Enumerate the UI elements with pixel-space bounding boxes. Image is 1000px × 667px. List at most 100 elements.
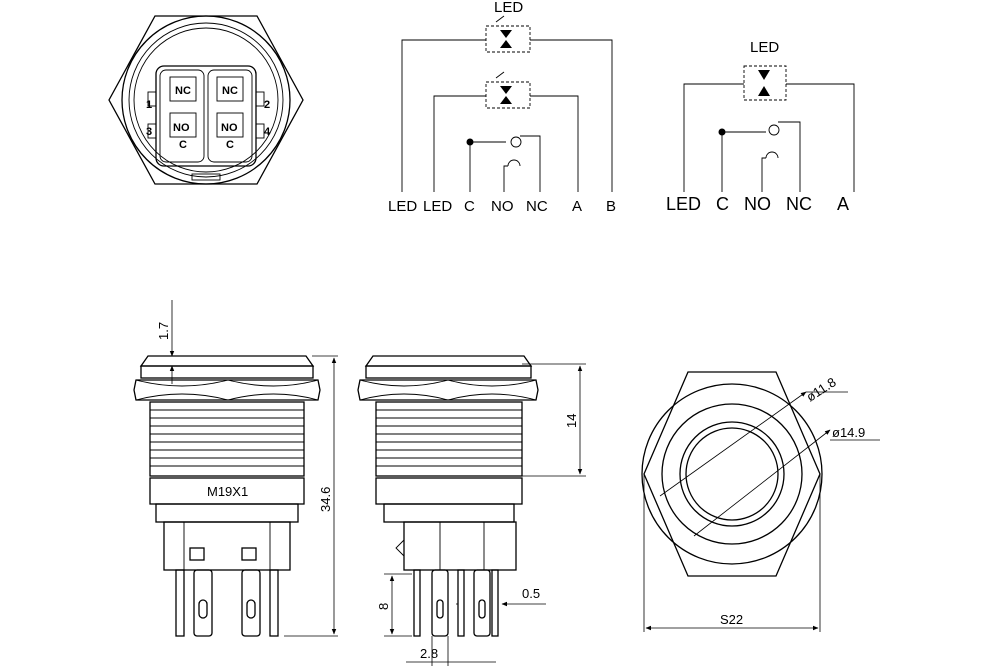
switch-no-contact: [507, 159, 521, 167]
switch-common-wire: [469, 141, 506, 192]
thread-spec: M19X1: [207, 484, 248, 499]
schematic-one-led: LED LED C NO NC A: [666, 39, 855, 214]
pin-right-hole: [246, 599, 256, 619]
hex-nut-curve-bottom: [135, 393, 319, 401]
right-pin-3: [457, 569, 465, 637]
dim-width-text: 2.8: [420, 646, 438, 661]
wire-no: [503, 165, 508, 192]
hex-nut-curve-top: [135, 379, 319, 387]
cap-top: [139, 355, 315, 367]
pin-slot-no-right: [216, 112, 244, 138]
single-pin-label-nc: NC: [786, 194, 812, 214]
terminal-c-left: C: [179, 139, 187, 151]
pin-label-nc: NC: [526, 198, 548, 215]
single-pin-label-led: LED: [666, 194, 701, 214]
right-pin-1: [413, 569, 421, 637]
side-view-right: 14 8 0.5 2.8: [357, 355, 586, 666]
right-pin-2-hole: [436, 599, 444, 619]
cap-flange: [140, 365, 314, 379]
terminal-block: [155, 65, 257, 167]
lower-body: [155, 503, 299, 523]
right-hex-nut-curve-bottom: [359, 393, 537, 401]
switch-common-dot: [466, 138, 474, 146]
hex-nut: [133, 379, 321, 401]
pin-left-hole: [198, 599, 208, 619]
pin-number-1: 1: [146, 99, 152, 111]
right-lower-body: [383, 503, 515, 523]
pin-number-2: 2: [264, 99, 270, 111]
top-view-body-circle: [133, 27, 279, 173]
dim-height-text: 34.6: [318, 487, 333, 512]
dim-pin-text: 8: [376, 603, 391, 610]
thread-lines: [150, 409, 304, 467]
wire-single-led-left: [683, 83, 744, 192]
pin-right-outer: [269, 569, 279, 637]
dim-hex-text: S22: [720, 612, 743, 627]
thread-body: [149, 401, 305, 477]
wire-led2-left: [433, 95, 486, 192]
terminal-block-left-half: [159, 69, 205, 163]
right-thread-body: [375, 401, 523, 477]
pin-number-4: 4: [264, 126, 271, 138]
led1-diode-up: [500, 30, 512, 38]
led2-diode-up: [500, 86, 512, 94]
led1-diode-down: [500, 40, 512, 48]
terminal-window-left: [189, 547, 205, 561]
single-switch-common-dot: [718, 128, 726, 136]
pin-slot-no-left: [169, 112, 197, 138]
right-terminal-latch: [395, 539, 405, 557]
pin-label-led-1: LED: [388, 198, 417, 215]
right-hex-nut-curve-top: [359, 379, 537, 387]
right-thread-band: [375, 477, 523, 505]
top-view-hex-outline: [108, 15, 304, 185]
right-pin-5: [491, 569, 499, 637]
wire-single-led-right: [786, 83, 855, 192]
led2-diode-down: [500, 96, 512, 104]
led1-box: [485, 25, 531, 53]
terminal-base: [163, 521, 291, 571]
single-switch-no-contact: [765, 151, 779, 159]
pin-label-b: B: [606, 198, 616, 215]
top-view-inner-circle: [128, 22, 284, 178]
led-pin-4: [255, 123, 265, 139]
wire-led1-right: [530, 39, 613, 192]
pin-label-led-2: LED: [423, 198, 452, 215]
single-wire-nc: [778, 121, 801, 192]
front-flange-circle: [661, 403, 803, 545]
pin-label-no: NO: [491, 198, 514, 215]
right-pin-2: [431, 569, 449, 637]
right-hex-nut: [357, 379, 539, 401]
front-hex-outline: [643, 371, 821, 577]
right-pin-4-hole: [478, 599, 486, 619]
led2-box: [485, 81, 531, 109]
side-view-left: M19X1 1.7 34.6: [133, 300, 338, 637]
terminal-c-right: C: [226, 139, 234, 151]
pin-left: [193, 569, 213, 637]
pin-right: [241, 569, 261, 637]
single-pin-label-c: C: [716, 194, 729, 214]
wire-led2-right: [530, 95, 579, 192]
right-cap-top: [364, 355, 533, 367]
led-pin-2: [255, 91, 265, 107]
dim-ring-dia-text: ø14.9: [832, 425, 865, 440]
front-led-ring: [679, 421, 785, 527]
schematic-led-label: LED: [494, 0, 523, 16]
single-led-diode-up: [758, 70, 770, 80]
front-button-face: [685, 427, 779, 521]
single-switch-nc-contact: [768, 124, 780, 136]
terminal-no-left: NO: [173, 122, 190, 134]
single-wire-no: [761, 157, 766, 192]
front-outer-circle: [641, 383, 823, 565]
terminal-block-right-half: [207, 69, 253, 163]
right-thread-lines: [376, 409, 522, 467]
dim-ring-dia-leader: [693, 429, 831, 537]
pin-label-a: A: [572, 198, 582, 215]
schematic-two-led: LED LED LED C NO NC A B: [388, 0, 616, 215]
right-cap-flange: [365, 365, 532, 379]
right-pin-4: [473, 569, 491, 637]
single-pin-label-no: NO: [744, 194, 771, 214]
single-switch-common-wire: [721, 131, 766, 192]
led-pin-1: [147, 91, 157, 107]
pin-number-3: 3: [146, 126, 152, 138]
dim-thickness-text: 0.5: [522, 586, 540, 601]
